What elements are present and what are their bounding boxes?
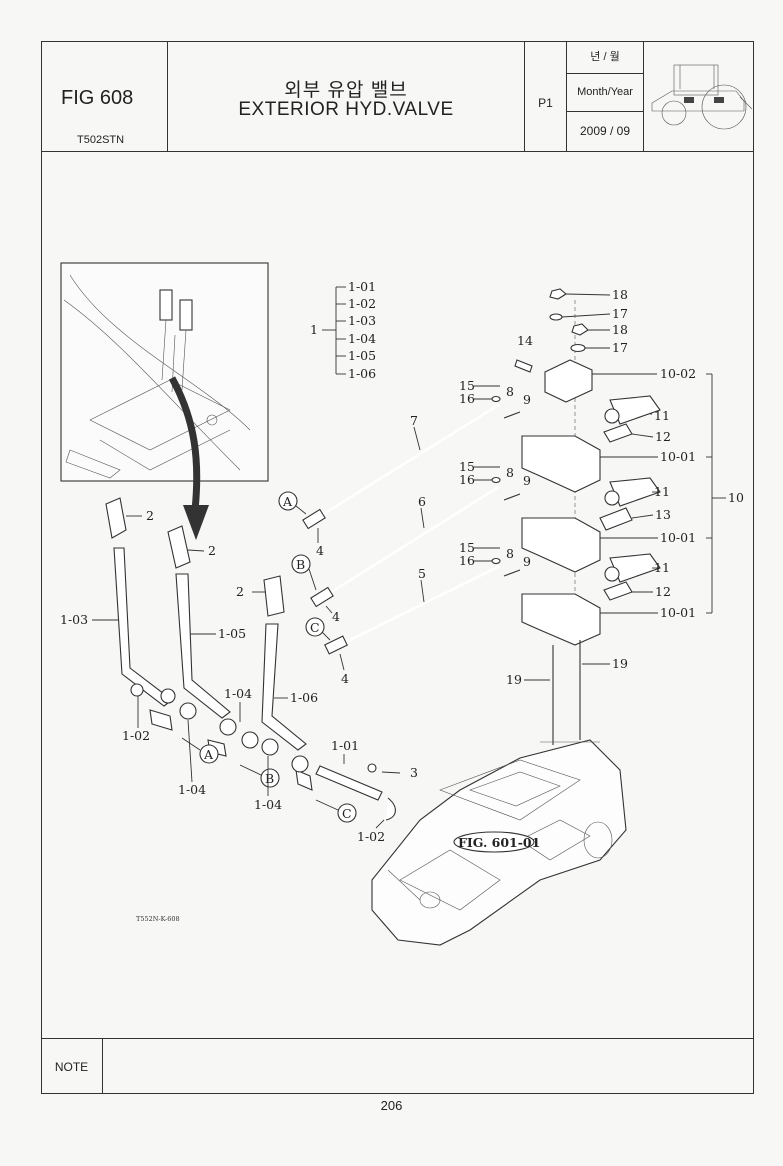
part-8-label-3: 8 [506,546,514,561]
part-1-01-label: 1-01 [348,279,376,294]
part-18-label: 18 [612,287,628,302]
part-1-02-label-2: 1-02 [122,728,150,743]
title-korean: 외부 유압 밸브 [284,80,408,101]
part-1-02-label-3: 1-02 [357,829,385,844]
tractor-thumbnail [644,41,754,151]
part-9-label-3: 9 [523,554,531,569]
part-16-label-2: 16 [459,472,475,487]
part-16-label: 16 [459,391,475,406]
part-6-label: 6 [418,494,426,509]
part-1-02-label: 1-02 [348,296,376,311]
part-10-01-label-3: 10-01 [660,605,696,620]
part-10-01-label-2: 10-01 [660,530,696,545]
part-11-label-2: 11 [654,484,670,499]
part-15-label: 15 [459,378,475,393]
page-code-cell: P1 [525,41,567,151]
page-code: P1 [538,96,553,110]
fig-number-cell: FIG 608 T502STN [41,41,168,151]
coupler-row-2 [599,477,661,531]
note-label: NOTE [41,1039,103,1094]
part-11-label: 11 [654,408,670,423]
part-9-label-2: 9 [523,473,531,488]
circle-c-label-2: C [342,806,352,821]
title-english: EXTERIOR HYD.VALVE [238,99,454,120]
part-8-label: 8 [506,384,514,399]
part-15-label-3: 15 [459,540,475,555]
part-2-label-3: 2 [236,584,244,599]
part-1-04-label-2: 1-04 [224,686,252,701]
part-3-label: 3 [410,765,418,780]
part-5-label: 5 [418,566,426,581]
part-4-label-2: 4 [332,609,340,624]
part-1-04-label-3: 1-04 [178,782,206,797]
part-15-label-2: 15 [459,459,475,474]
part-18-label-2: 18 [612,322,628,337]
page-number: 206 [380,1098,403,1113]
part-1-04-label-4: 1-04 [254,797,282,812]
part-1-label: 1 [310,322,318,337]
part-1-06-label: 1-06 [348,366,376,381]
coupler-row-3 [603,553,661,601]
levers: A B C 2 2 2 1-03 1-05 1-06 1-04 1-02 1-0… [60,497,418,844]
circle-b-label-2: B [265,771,274,786]
part-10-label: 10 [728,490,744,505]
control-rods: A B C 7 6 5 4 4 4 [278,402,501,686]
part-1-05-label: 1-05 [348,348,376,363]
model-code: T502STN [77,134,125,146]
circle-a-label: A [282,494,293,509]
part-13-label: 13 [655,507,671,522]
part-1-03-label: 1-03 [348,313,376,328]
date-label-english: Month/Year [567,73,643,112]
leader-lines-valve [524,293,726,681]
part-9-label: 9 [523,392,531,407]
part-7-label: 7 [410,413,418,428]
part-2-label: 2 [146,508,154,523]
date-label-korean: 년 / 월 [567,41,643,74]
part-2-label-2: 2 [208,543,216,558]
header-divider [41,151,754,152]
tractor-icon [651,64,753,130]
coupler-row-1 [603,395,661,443]
part-16-label-3: 16 [459,553,475,568]
part-1-01-label-2: 1-01 [331,738,359,753]
part-11-label-3: 11 [654,560,670,575]
date-cell: 년 / 월 Month/Year 2009 / 09 [567,41,644,151]
part-1-05-label-2: 1-05 [218,626,246,641]
part-19-label: 19 [506,672,522,687]
fig-number: FIG 608 [61,87,134,109]
part-17-label: 17 [612,306,628,321]
circle-b-label: B [296,557,305,572]
part-1-06-label-2: 1-06 [290,690,318,705]
title-cell: 외부 유압 밸브 EXTERIOR HYD.VALVE [168,41,525,151]
part-4-label-3: 4 [341,671,349,686]
part-17-label-2: 17 [612,340,628,355]
date-value: 2009 / 09 [579,124,631,138]
header: FIG 608 T502STN 외부 유압 밸브 EXTERIOR HYD.VA… [41,41,754,151]
circle-a-label-2: A [203,747,214,762]
fig-reference: FIG. 601-01 [458,835,540,850]
group-1-list: 1 1-01 1-02 1-03 1-04 1-05 1-06 [310,279,376,381]
part-12-label: 12 [655,429,671,444]
inset-view [60,262,269,540]
part-8-label-2: 8 [506,465,514,480]
part-1-03-label-2: 1-03 [60,612,88,627]
part-12-label-2: 12 [655,584,671,599]
part-10-02-label: 10-02 [660,366,696,381]
transmission-housing: FIG. 601-01 [371,739,627,946]
rod-fasteners: 15 16 8 9 15 16 8 9 15 16 8 9 [459,378,531,577]
page-frame [41,41,754,1094]
drawing-code: T552N-K-608 [136,915,180,923]
part-4-label: 4 [316,543,324,558]
part-10-01-label: 10-01 [660,449,696,464]
circle-c-label: C [310,620,320,635]
note-row: NOTE [41,1038,754,1094]
part-19-label-2: 19 [612,656,628,671]
part-14-label: 14 [517,333,533,348]
valve-stack: 18 17 18 17 14 10-02 11 12 10-01 11 13 1… [506,287,744,745]
part-1-04-label: 1-04 [348,331,376,346]
